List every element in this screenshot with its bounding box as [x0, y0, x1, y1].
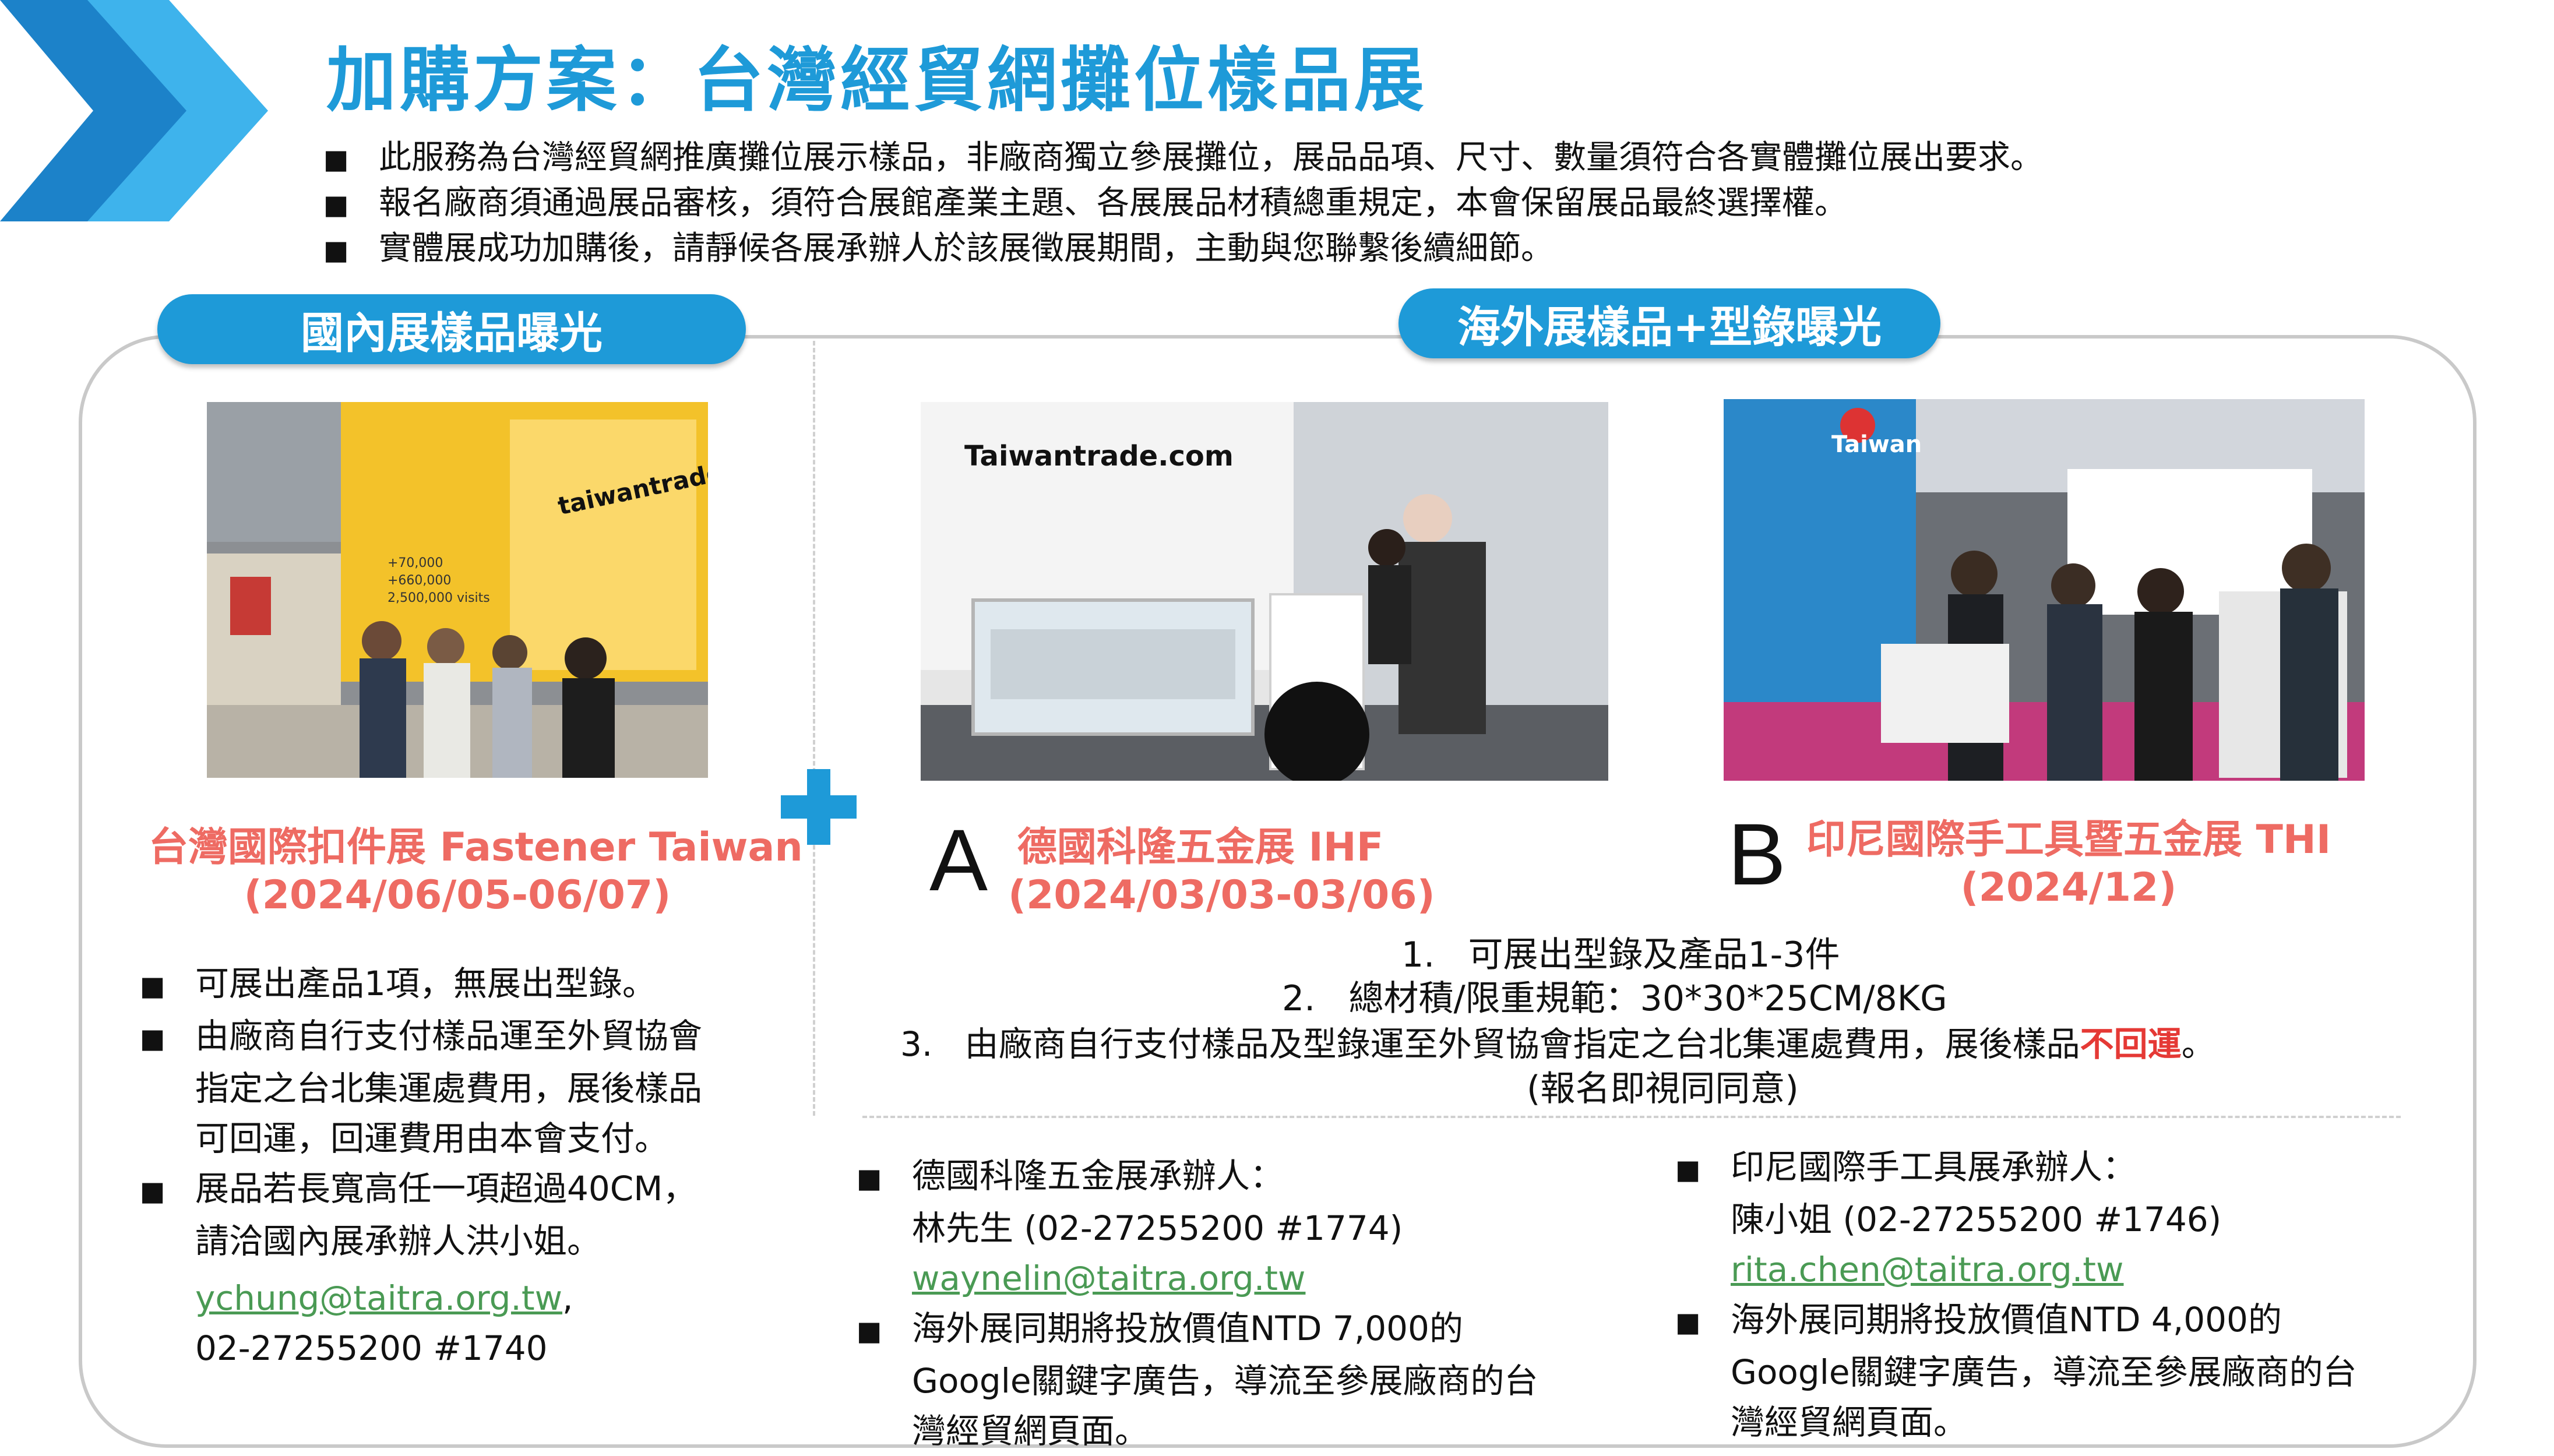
list-item: ■展品若長寬高任一項超過40CM， — [140, 1164, 702, 1216]
list-item: ■可展出產品1項，無展出型錄。 — [140, 958, 702, 1011]
contact-b-email-link[interactable]: rita.chen@taitra.org.tw — [1731, 1250, 2124, 1289]
horizontal-divider — [862, 1116, 2401, 1118]
domestic-bullet-list: ■可展出產品1項，無展出型錄。 ■由廠商自行支付樣品運至外貿協會 指定之台北集運… — [140, 958, 702, 1373]
contact-a-email-link[interactable]: waynelin@taitra.org.tw — [912, 1258, 1306, 1298]
square-bullet-icon: ■ — [140, 1023, 165, 1054]
contact-a-list: ■德國科隆五金展承辦人： 林先生 (02-27255200 #1774) way… — [857, 1151, 1538, 1456]
rule-item: 2. 總材積/限重規範：30*30*25CM/8KG — [1282, 978, 1947, 1019]
domestic-event-name: 台灣國際扣件展 Fastener Taiwan (2024/06/05-06/0… — [149, 824, 803, 918]
square-bullet-icon: ■ — [140, 1175, 165, 1207]
event-letter-a: A — [929, 811, 988, 909]
vertical-divider — [813, 341, 815, 1116]
square-bullet-icon: ■ — [323, 143, 349, 175]
booth-sign: Taiwan — [1831, 431, 1922, 458]
domestic-contact-phone: 02-27255200 #1740 — [195, 1328, 548, 1368]
list-item: ■由廠商自行支付樣品運至外貿協會 — [140, 1011, 702, 1063]
contact-b-list: ■印尼國際手工具展承辦人： 陳小姐 (02-27255200 #1746) ri… — [1675, 1142, 2357, 1447]
square-bullet-icon: ■ — [857, 1162, 882, 1194]
event-a-name: 德國科隆五金展 IHF (2024/03/03-03/06) — [1008, 824, 1435, 918]
ihf-booth-photo: Taiwantrade.com — [921, 402, 1608, 781]
intro-bullet: ■此服務為台灣經貿網推廣攤位展示樣品，非廠商獨立參展攤位，展品品項、尺寸、數量須… — [323, 139, 2043, 177]
booth-sign: Taiwantrade.com — [964, 440, 1234, 473]
list-item: ■海外展同期將投放價值NTD 4,000的 — [1675, 1295, 2357, 1347]
chevron-arrows-icon — [0, 0, 268, 221]
square-bullet-icon: ■ — [323, 234, 349, 266]
square-bullet-icon: ■ — [140, 970, 165, 1002]
rule-item: 1. 可展出型錄及產品1-3件 — [1401, 935, 1840, 975]
rules-note: (報名即視同同意) — [1527, 1069, 1799, 1109]
thi-booth-photo: Taiwan — [1724, 399, 2365, 781]
square-bullet-icon: ■ — [1675, 1306, 1701, 1338]
page-title: 加購方案：台灣經貿網攤位樣品展 — [326, 40, 1428, 121]
intro-bullet: ■實體展成功加購後，請靜候各展承辦人於該展徵展期間，主動與您聯繫後續細節。 — [323, 230, 1553, 267]
intro-bullet: ■報名廠商須通過展品審核，須符合展館產業主題、各展展品材積總重規定，本會保留展品… — [323, 184, 1847, 222]
overseas-section-pill: 海外展樣品+型錄曝光 — [1398, 288, 1940, 358]
plus-icon — [781, 769, 857, 845]
booth-stats: +70,000 +660,000 2,500,000 visits — [387, 556, 490, 605]
list-item: ■德國科隆五金展承辦人： — [857, 1151, 1538, 1203]
square-bullet-icon: ■ — [857, 1315, 882, 1346]
domestic-contact-email-link[interactable]: ychung@taitra.org.tw — [195, 1278, 563, 1318]
fastener-taiwan-booth-photo: taiwantrade +70,000 +660,000 2,500,000 v… — [207, 402, 708, 778]
list-item: ■印尼國際手工具展承辦人： — [1675, 1142, 2357, 1194]
list-item: ■海外展同期將投放價值NTD 7,000的 — [857, 1303, 1538, 1356]
square-bullet-icon: ■ — [323, 189, 349, 220]
event-b-name: 印尼國際手工具暨五金展 THI (2024/12) — [1806, 817, 2331, 911]
domestic-section-pill: 國內展樣品曝光 — [157, 294, 746, 364]
rule-item: 3. 由廠商自行支付樣品及型錄運至外貿協會指定之台北集運處費用，展後樣品不回運。 — [900, 1024, 2215, 1064]
event-letter-b: B — [1728, 805, 1787, 903]
square-bullet-icon: ■ — [1675, 1154, 1701, 1185]
